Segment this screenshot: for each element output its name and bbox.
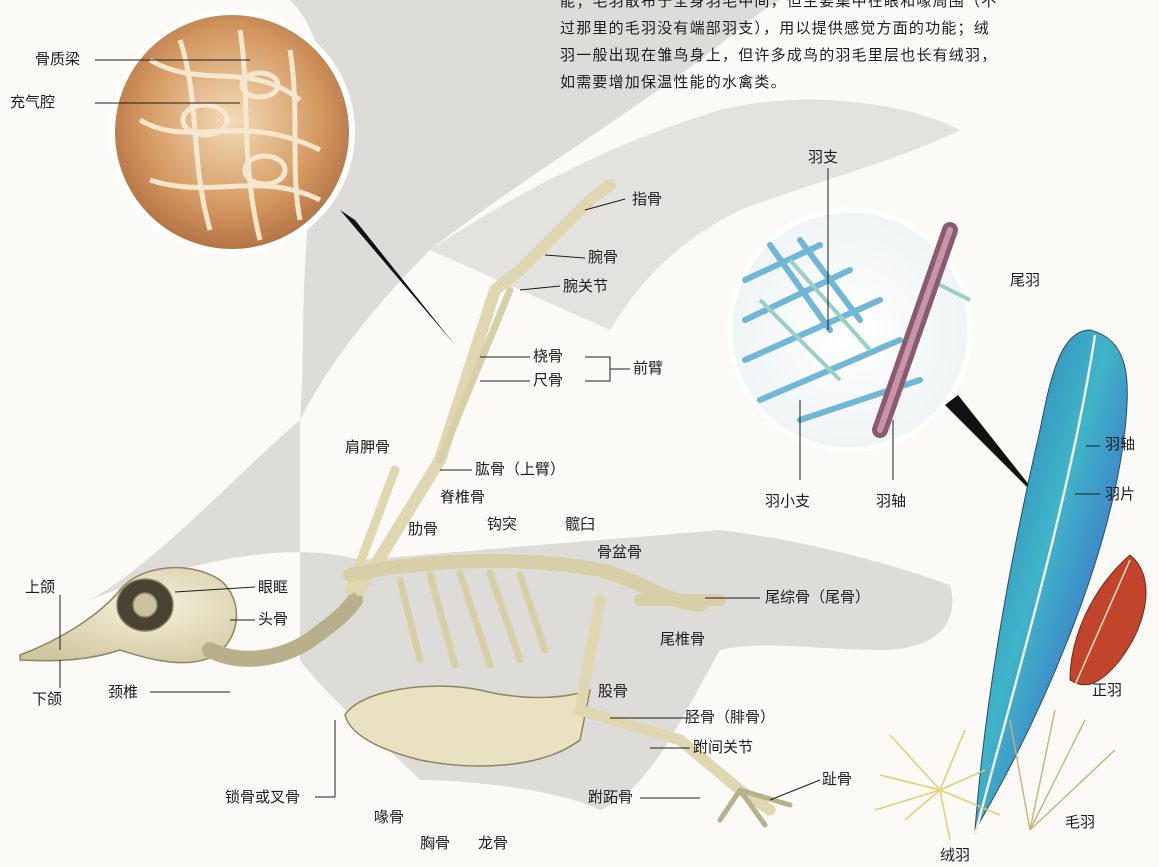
label-tibia: 胫骨（腓骨） (685, 710, 775, 725)
label-rib: 肋骨 (408, 522, 438, 537)
label-inset-shaft: 羽轴 (876, 494, 906, 509)
label-toes: 趾骨 (822, 772, 852, 787)
label-vertebrae: 脊椎骨 (440, 490, 485, 505)
label-orbit: 眼眶 (258, 580, 288, 595)
label-clavicle: 锁骨或叉骨 (225, 790, 300, 805)
label-upper-jaw: 上颌 (25, 580, 55, 595)
label-feather-shaft: 羽轴 (1105, 437, 1135, 452)
label-tarsometatarsus: 跗跖骨 (588, 790, 633, 805)
label-down: 绒羽 (940, 848, 970, 863)
label-barb: 羽支 (808, 150, 838, 165)
feather-inset (730, 210, 1045, 505)
label-uncinate: 钩突 (487, 517, 517, 532)
label-pygostyle: 尾综骨（尾骨） (765, 590, 870, 605)
label-vane: 羽片 (1105, 487, 1135, 502)
label-acetabulum: 髋臼 (565, 517, 595, 532)
label-tail-feather: 尾羽 (1010, 273, 1040, 288)
label-wrist-joint: 腕关节 (563, 279, 608, 294)
label-femur: 股骨 (598, 684, 628, 699)
label-barbule: 羽小支 (765, 494, 810, 509)
paragraph-line: 羽一般出现在雏鸟身上，但许多成鸟的羽毛里层也长有绒羽， (560, 42, 1150, 69)
label-caudal: 尾椎骨 (660, 632, 705, 647)
paragraph-line: 能；毛羽散布于全身羽毛中间，但主要集中在眼和喙周围（不 (560, 0, 1150, 15)
label-lower-jaw: 下颌 (32, 692, 62, 707)
label-ulna: 尺骨 (533, 373, 563, 388)
paragraph-line: 过那里的毛羽没有端部羽支），用以提供感觉方面的功能；绒 (560, 15, 1150, 42)
label-intertarsal: 跗间关节 (693, 740, 753, 755)
label-sternum: 胸骨 (420, 836, 450, 851)
label-skull: 头骨 (258, 612, 288, 627)
label-radius: 桡骨 (533, 349, 563, 364)
description-paragraph: 能；毛羽散布于全身羽毛中间，但主要集中在眼和喙周围（不 过那里的毛羽没有端部羽支… (560, 0, 1150, 96)
label-coracoid: 喙骨 (374, 810, 404, 825)
label-digits: 指骨 (632, 192, 662, 207)
paragraph-line: 如需要增加保温性能的水禽类。 (560, 69, 1150, 96)
label-keel: 龙骨 (478, 836, 508, 851)
label-scapula: 肩胛骨 (345, 440, 390, 455)
label-carpal: 腕骨 (588, 250, 618, 265)
keel (345, 686, 590, 766)
label-air-cavity: 充气腔 (10, 95, 55, 110)
label-humerus: 肱骨（上臂） (475, 462, 565, 477)
label-filoplume: 毛羽 (1065, 815, 1095, 830)
label-pelvis: 骨盆骨 (597, 545, 642, 560)
label-trabecula: 骨质梁 (35, 52, 80, 67)
label-contour: 正羽 (1092, 683, 1122, 698)
label-forearm: 前臂 (633, 361, 663, 376)
label-cervical: 颈椎 (108, 685, 138, 700)
